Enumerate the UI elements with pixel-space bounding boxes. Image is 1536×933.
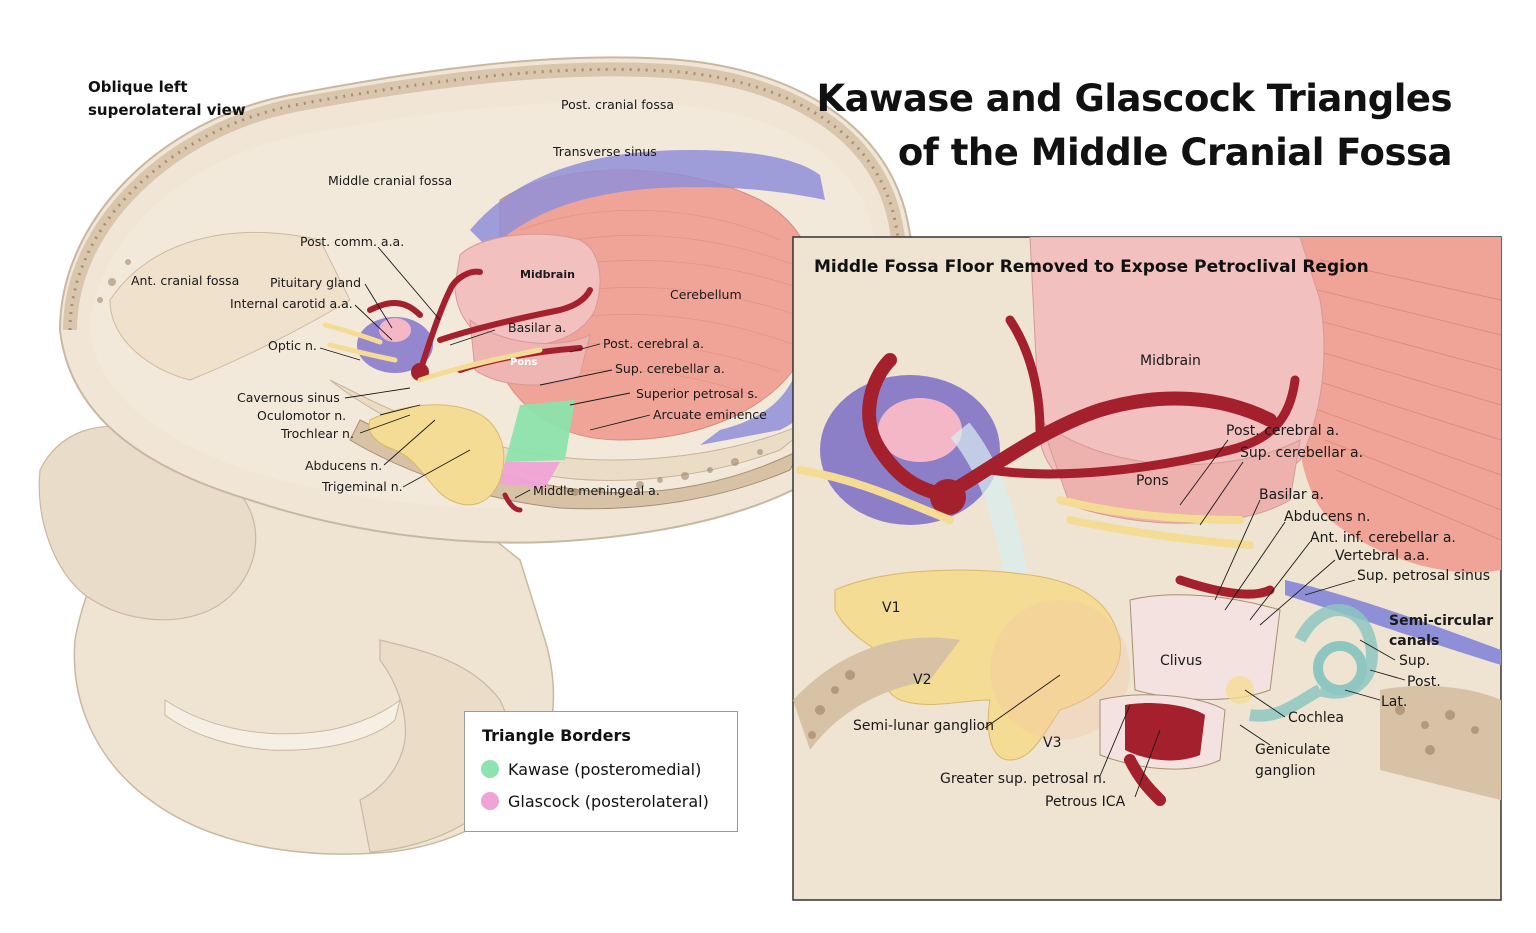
inset-label-geniculate-2: ganglion	[1255, 763, 1315, 779]
label-pituitary: Pituitary gland	[270, 275, 361, 290]
inset-label-post-cerebral: Post. cerebral a.	[1226, 423, 1339, 439]
inset-label-sup-cerebellar: Sup. cerebellar a.	[1240, 445, 1363, 461]
label-trigeminal: Trigeminal n.	[321, 479, 403, 494]
label-post-cerebral: Post. cerebral a.	[603, 336, 704, 351]
inset-label-petrous-ica: Petrous ICA	[1045, 794, 1126, 810]
view-label: Oblique left superolateral view	[88, 76, 246, 122]
legend-item-glascock: Glascock (posterolateral)	[481, 790, 709, 812]
label-trochlear: Trochlear n.	[280, 426, 354, 441]
inset-leader-lines	[984, 439, 1406, 798]
label-middle-meningeal: Middle meningeal a.	[533, 483, 660, 498]
figure-title-line-1: Kawase and Glascock Triangles	[816, 77, 1453, 120]
inset-label-cochlea: Cochlea	[1288, 710, 1344, 726]
inset-label-v1: V1	[882, 600, 900, 616]
inset-label-abducens: Abducens n.	[1284, 509, 1370, 525]
label-post-comm: Post. comm. a.a.	[300, 234, 404, 249]
skull-labels: Post. cranial fossa Transverse sinus Mid…	[131, 97, 767, 498]
inset-label-midbrain: Midbrain	[1140, 353, 1201, 369]
inset-label-pons: Pons	[1136, 473, 1169, 489]
legend-label-glascock: Glascock (posterolateral)	[508, 791, 709, 811]
inset-label-geniculate-1: Geniculate	[1255, 742, 1330, 758]
label-oculomotor: Oculomotor n.	[257, 408, 346, 423]
label-post-cranial-fossa: Post. cranial fossa	[561, 97, 674, 112]
inset-label-sup-petrosal: Sup. petrosal sinus	[1357, 568, 1490, 584]
view-label-line-1: Oblique left	[88, 78, 188, 96]
legend: Triangle Borders Kawase (posteromedial) …	[464, 711, 738, 832]
inset-label-semicircular-1: Semi-circular	[1389, 613, 1493, 629]
label-cavernous-sinus: Cavernous sinus	[237, 390, 340, 405]
legend-swatch-kawase	[481, 760, 499, 778]
inset-label-post: Post.	[1407, 674, 1441, 690]
label-sup-cerebellar: Sup. cerebellar a.	[615, 361, 725, 376]
label-cerebellum: Cerebellum	[670, 287, 742, 302]
label-midbrain: Midbrain	[520, 268, 575, 281]
inset-label-clivus: Clivus	[1160, 653, 1202, 669]
label-internal-carotid: Internal carotid a.a.	[230, 296, 353, 311]
inset-label-greater-sup-petrosal: Greater sup. petrosal n.	[940, 771, 1106, 787]
label-optic: Optic n.	[268, 338, 317, 353]
label-basilar: Basilar a.	[508, 320, 566, 335]
label-pons: Pons	[510, 357, 537, 368]
label-arcuate: Arcuate eminence	[653, 407, 767, 422]
inset-label-vertebral: Vertebral a.a.	[1335, 548, 1430, 564]
view-label-line-2: superolateral view	[88, 101, 246, 119]
inset-title: Middle Fossa Floor Removed to Expose Pet…	[814, 257, 1369, 277]
legend-swatch-glascock	[481, 792, 499, 810]
inset-illustration	[792, 236, 1502, 901]
inset-label-v3: V3	[1043, 735, 1061, 751]
label-ant-cranial-fossa: Ant. cranial fossa	[131, 273, 239, 288]
legend-item-kawase: Kawase (posteromedial)	[481, 758, 701, 780]
inset-label-sup: Sup.	[1399, 653, 1430, 669]
legend-label-kawase: Kawase (posteromedial)	[508, 759, 702, 779]
figure-title: Kawase and Glascock Triangles of the Mid…	[816, 72, 1453, 180]
skull-illustration	[38, 56, 915, 855]
inset-label-semicircular-2: canals	[1389, 633, 1439, 649]
figure-title-line-2: of the Middle Cranial Fossa	[897, 131, 1453, 174]
label-transverse-sinus: Transverse sinus	[552, 144, 657, 159]
skull-leader-lines	[319, 246, 651, 499]
label-superior-petrosal: Superior petrosal s.	[636, 386, 758, 401]
legend-title: Triangle Borders	[482, 726, 631, 745]
label-abducens: Abducens n.	[305, 458, 382, 473]
inset-label-basilar: Basilar a.	[1259, 487, 1324, 503]
inset-label-aica: Ant. inf. cerebellar a.	[1310, 530, 1456, 546]
label-middle-cranial-fossa: Middle cranial fossa	[328, 173, 452, 188]
inset-label-v2: V2	[913, 672, 931, 688]
inset-label-lat: Lat.	[1381, 694, 1407, 710]
inset-label-semilunar: Semi-lunar ganglion	[853, 718, 994, 734]
inset-labels: Midbrain Post. cerebral a. Sup. cerebell…	[853, 353, 1493, 810]
